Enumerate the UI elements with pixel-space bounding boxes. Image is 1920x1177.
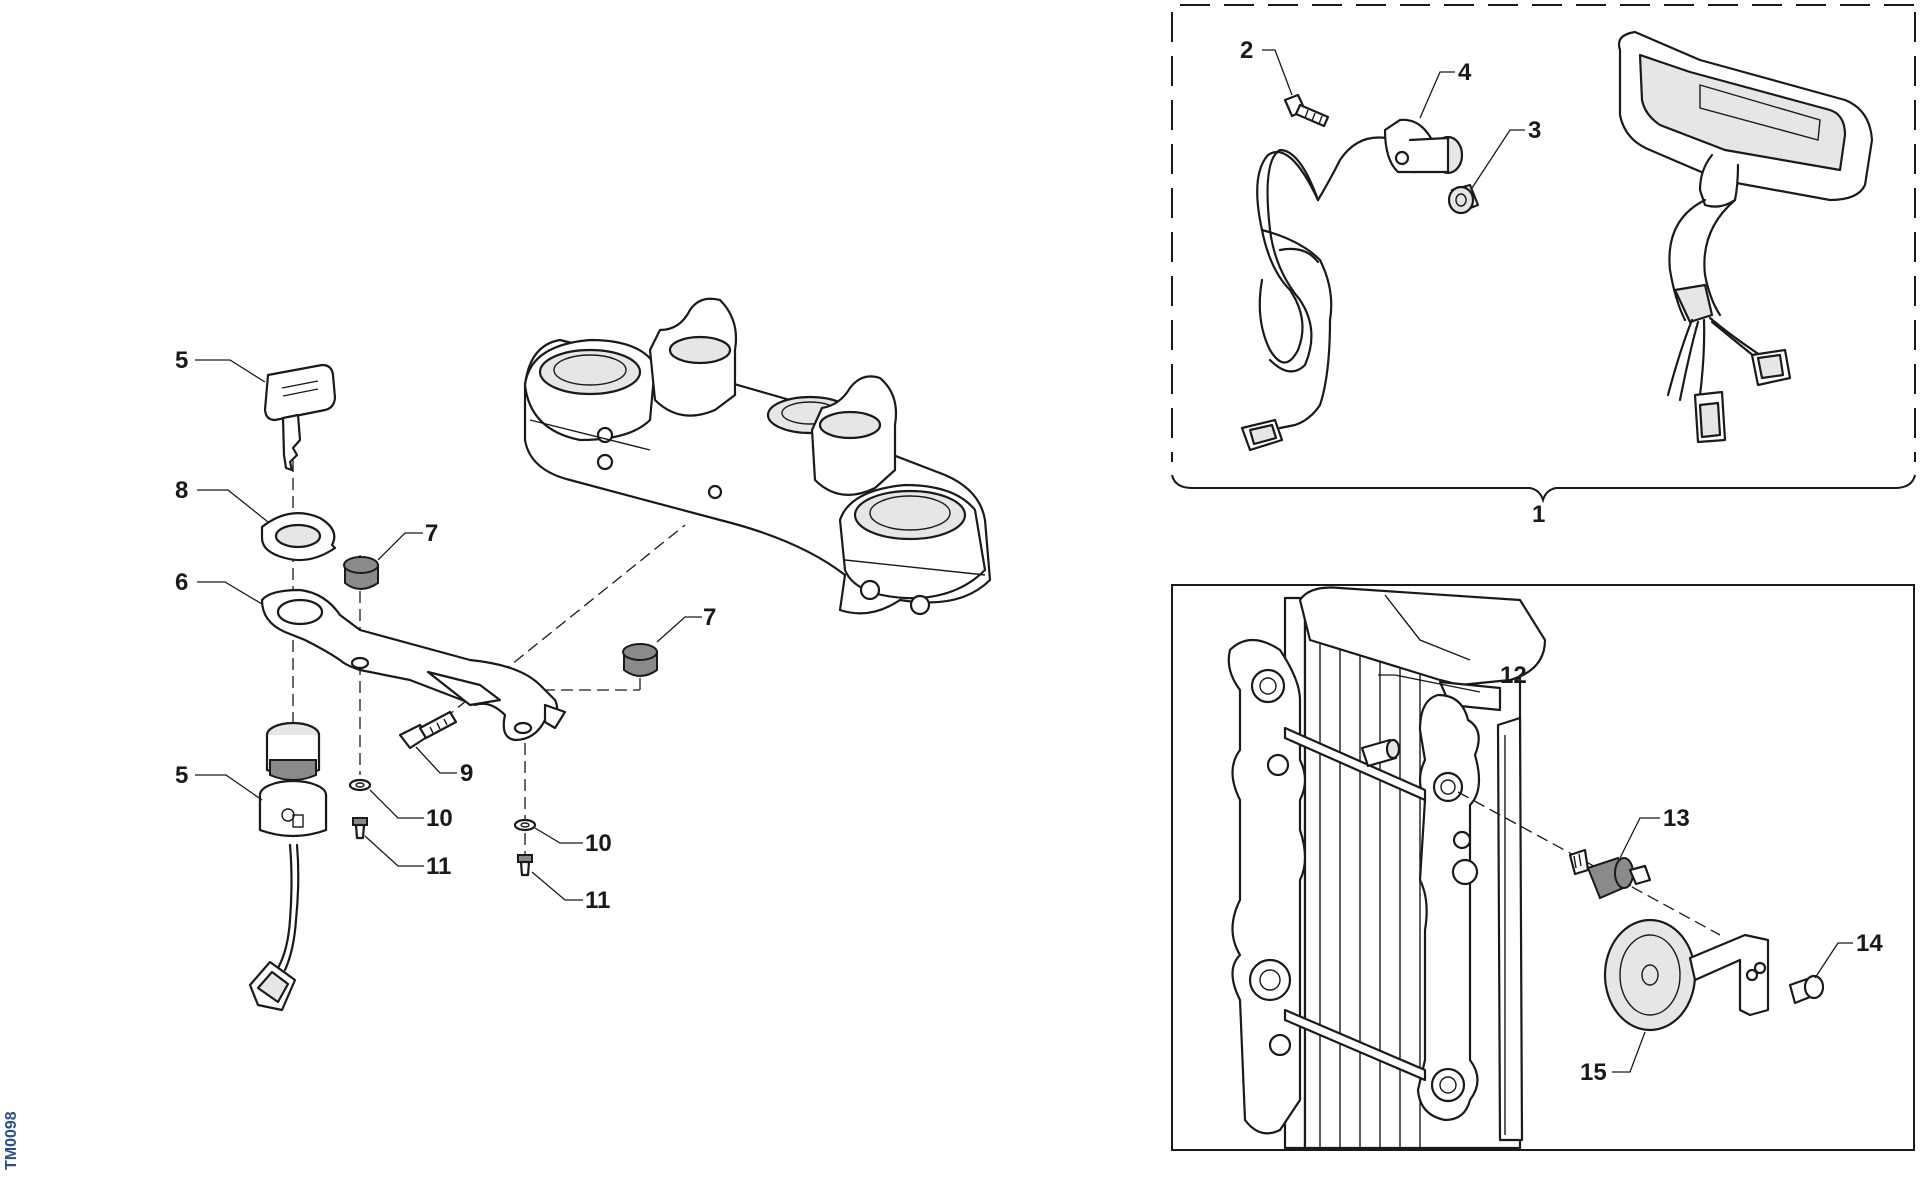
radiator — [1227, 586, 1547, 1150]
callout-10: 10 — [585, 830, 612, 857]
instrument-kit-group-outline — [1171, 4, 1916, 504]
screw — [517, 854, 533, 877]
callout-13: 13 — [1663, 805, 1690, 832]
callout-6: 6 — [175, 569, 188, 596]
callout-labels-bottom-right: 12 13 14 15 — [1378, 662, 1883, 1086]
washer — [348, 778, 372, 792]
callout-3: 3 — [1528, 117, 1541, 144]
horn-assembly — [1360, 738, 1825, 1032]
upper-steering-yoke — [523, 297, 992, 616]
callout-labels-top-right: 2 4 3 1 — [1240, 37, 1545, 528]
callout-9: 9 — [460, 760, 473, 787]
callout-labels-left: 5 8 7 6 7 9 5 10 11 10 11 — [175, 347, 716, 914]
callout-4: 4 — [1458, 59, 1472, 86]
spacer-bushing — [1447, 183, 1480, 215]
horn-inset-frame — [1171, 584, 1915, 1151]
callout-7: 7 — [703, 604, 716, 631]
callout-7: 7 — [425, 520, 438, 547]
ignition-switch — [248, 721, 328, 1012]
speed-sensor — [1240, 118, 1464, 452]
callout-10: 10 — [426, 805, 453, 832]
callout-11: 11 — [585, 887, 610, 914]
washer — [513, 818, 537, 832]
callout-12: 12 — [1500, 662, 1527, 689]
callout-1: 1 — [1532, 501, 1545, 528]
rubber-grommet — [343, 556, 379, 590]
callout-5: 5 — [175, 347, 188, 374]
callout-15: 15 — [1580, 1059, 1607, 1086]
flange-bolt — [398, 710, 458, 750]
callout-2: 2 — [1240, 37, 1253, 64]
sensor-screw — [1283, 93, 1330, 128]
callout-5: 5 — [175, 762, 188, 789]
lock-nut-ring — [260, 512, 337, 562]
callout-11: 11 — [426, 853, 451, 880]
instrument-cluster — [1617, 30, 1874, 444]
drawing-code: TM0098 — [3, 1111, 20, 1170]
callout-8: 8 — [175, 477, 188, 504]
rubber-grommet — [622, 643, 658, 677]
ignition-key — [263, 363, 337, 472]
callout-14: 14 — [1856, 930, 1883, 957]
screw — [352, 817, 368, 840]
ignition-switch-bracket — [260, 588, 567, 742]
